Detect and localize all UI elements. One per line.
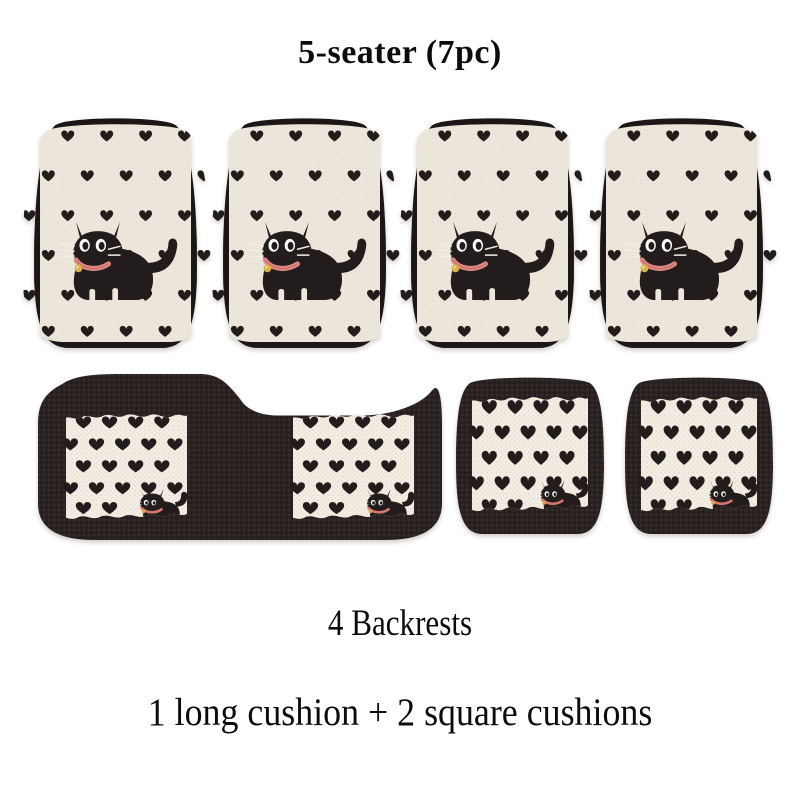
page-title: 5-seater (7pc) xyxy=(298,34,502,71)
backrest-2 xyxy=(211,116,399,348)
backrest-count-caption: 4 Backrests xyxy=(327,603,473,644)
square-cushion-1 xyxy=(456,374,604,534)
backrest-4 xyxy=(588,116,776,348)
backrest-3 xyxy=(399,116,587,348)
square-cushion-2 xyxy=(625,374,773,534)
cushion-count-caption: 1 long cushion + 2 square cushions xyxy=(147,691,653,734)
backrest-1 xyxy=(22,116,210,348)
